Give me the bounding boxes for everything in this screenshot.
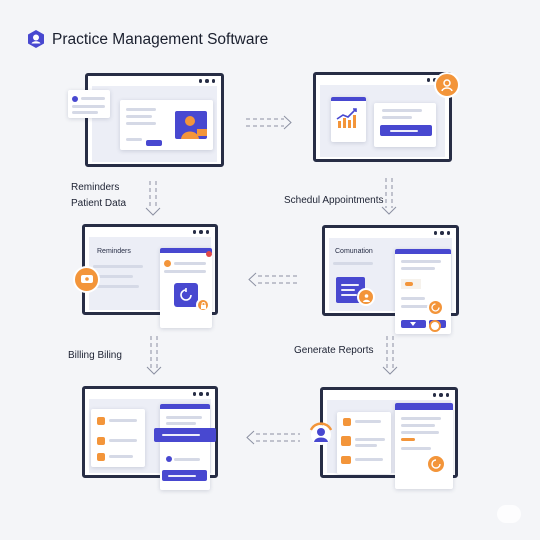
step-label-line-2: Patient Data <box>71 197 127 209</box>
app-title: Practice Management Software <box>52 31 269 48</box>
chart-card <box>331 97 366 142</box>
chevron-down-icon <box>410 322 416 326</box>
schedule-card <box>374 103 436 147</box>
sync-small-icon <box>429 320 441 332</box>
chart-bar-icon <box>341 436 351 446</box>
stats-list <box>337 412 391 474</box>
comunation-heading: Comunation <box>335 248 373 255</box>
step-label-line-1: Reminders <box>71 182 120 193</box>
screen-patient-data <box>85 73 224 167</box>
doctor-icon <box>181 116 207 139</box>
alert-dot-icon <box>206 251 212 257</box>
arrow-right <box>246 115 292 130</box>
user-avatar-icon <box>434 72 460 98</box>
arrow-left-2 <box>246 430 300 445</box>
sync-button[interactable] <box>174 283 198 307</box>
notification-dot-icon <box>72 96 78 102</box>
step-label-billing: Billing Biling <box>68 350 122 361</box>
report-panel <box>395 249 451 334</box>
invoice-icon <box>97 437 105 445</box>
window-controls <box>198 79 215 83</box>
patient-avatar-icon <box>307 420 335 448</box>
reminders-heading: Reminders <box>97 248 131 255</box>
corner-watermark <box>497 505 521 523</box>
doctor-illustration <box>175 111 207 139</box>
window-controls <box>192 230 209 234</box>
step-label-reports: Generate Reports <box>294 345 374 356</box>
bell-icon <box>164 260 171 267</box>
step-label-reminders: Reminders Patient Data <box>71 180 126 211</box>
arrow-down-2 <box>381 178 397 215</box>
pay-bar[interactable] <box>154 428 216 442</box>
invoice-icon <box>97 417 105 425</box>
refresh-icon <box>180 288 192 301</box>
arrow-down-4 <box>382 336 398 375</box>
dropdown-button[interactable] <box>401 320 426 328</box>
chat-bubble-icon <box>73 266 100 293</box>
arrow-left-1 <box>248 272 298 287</box>
total-bar[interactable] <box>162 470 207 481</box>
lock-icon <box>196 298 210 312</box>
trend-chart-icon <box>336 108 357 128</box>
report-detail-card <box>395 403 453 489</box>
arrow-down-1 <box>145 181 161 216</box>
window-controls <box>433 231 450 235</box>
window-controls <box>192 392 209 396</box>
invoice-icon <box>97 453 105 461</box>
edit-icon <box>166 456 172 462</box>
invoice-list <box>91 409 145 467</box>
window-controls <box>432 393 449 397</box>
refresh-badge-icon <box>426 454 446 474</box>
step-label-schedule: Schedul Appointments <box>284 195 384 206</box>
user-icon <box>357 288 375 306</box>
arrow-down-3 <box>146 336 162 375</box>
screen-appointments <box>313 72 452 162</box>
user-shield-icon <box>28 30 44 48</box>
notification-card <box>68 90 110 118</box>
sync-badge-icon <box>427 299 444 316</box>
reminder-card <box>160 248 212 328</box>
